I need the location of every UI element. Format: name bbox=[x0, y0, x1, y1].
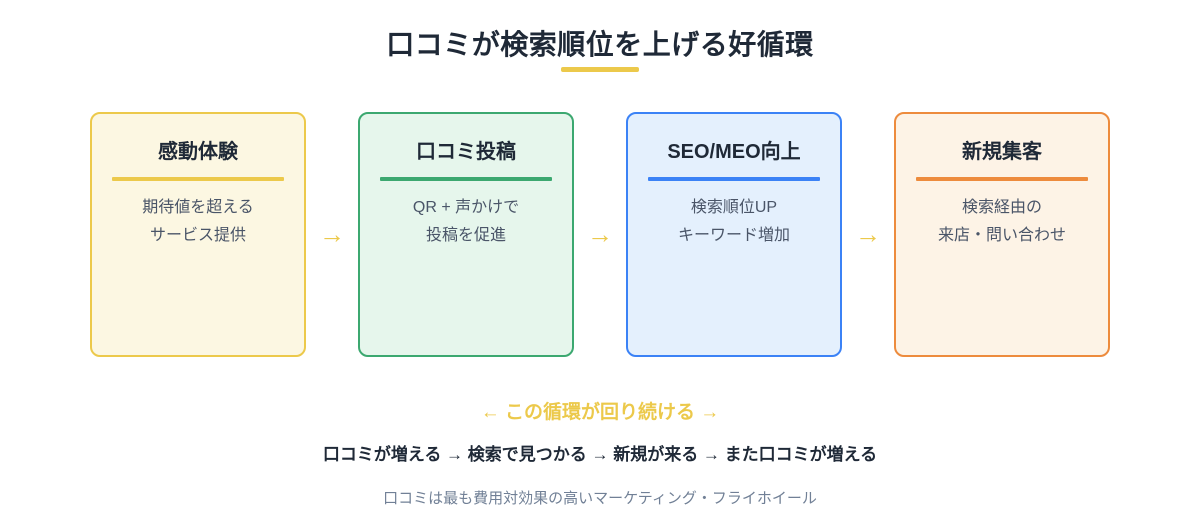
cycle-note: ← この循環が回り続ける → bbox=[480, 402, 720, 423]
flow-arrow-icon: → bbox=[319, 219, 345, 249]
step-divider bbox=[380, 177, 552, 181]
step-body: 検索経由の 来店・問い合わせ bbox=[896, 194, 1108, 250]
title-underline bbox=[561, 67, 639, 72]
flow-row: 感動体験 期待値を超える サービス提供 → 口コミ投稿 QR + 声かけで 投稿… bbox=[0, 112, 1200, 357]
step-divider bbox=[916, 177, 1088, 181]
step-card-1: 感動体験 期待値を超える サービス提供 bbox=[90, 112, 306, 357]
caption-text: 口コミは最も費用対効果の高いマーケティング・フライホイール bbox=[383, 490, 817, 507]
chain-summary: 口コミが増える → 検索で見つかる → 新規が来る → また口コミが増える bbox=[322, 445, 878, 464]
flow-arrow-icon: → bbox=[855, 219, 881, 249]
step-line: サービス提供 bbox=[149, 227, 246, 244]
step-card-2: 口コミ投稿 QR + 声かけで 投稿を促進 bbox=[358, 112, 574, 357]
step-line: 投稿を促進 bbox=[425, 227, 506, 244]
step-line: QR + 声かけで bbox=[412, 199, 520, 216]
page-title: 口コミが検索順位を上げる好循環 bbox=[386, 29, 814, 60]
step-title: SEO/MEO向上 bbox=[667, 141, 801, 163]
step-divider bbox=[112, 177, 284, 181]
step-title: 新規集客 bbox=[962, 141, 1042, 163]
step-line: キーワード増加 bbox=[677, 227, 790, 244]
flow-arrow-icon: → bbox=[587, 219, 613, 249]
step-card-4: 新規集客 検索経由の 来店・問い合わせ bbox=[894, 112, 1110, 357]
step-line: 検索順位UP bbox=[690, 199, 778, 216]
step-line: 検索経由の bbox=[961, 199, 1042, 216]
step-body: 検索順位UP キーワード増加 bbox=[628, 194, 840, 250]
step-card-3: SEO/MEO向上 検索順位UP キーワード増加 bbox=[626, 112, 842, 357]
step-divider bbox=[648, 177, 820, 181]
step-title: 感動体験 bbox=[158, 141, 238, 163]
step-title: 口コミ投稿 bbox=[416, 141, 516, 163]
step-body: 期待値を超える サービス提供 bbox=[92, 194, 304, 250]
step-line: 来店・問い合わせ bbox=[937, 227, 1066, 244]
step-body: QR + 声かけで 投稿を促進 bbox=[360, 194, 572, 250]
step-line: 期待値を超える bbox=[142, 199, 254, 216]
